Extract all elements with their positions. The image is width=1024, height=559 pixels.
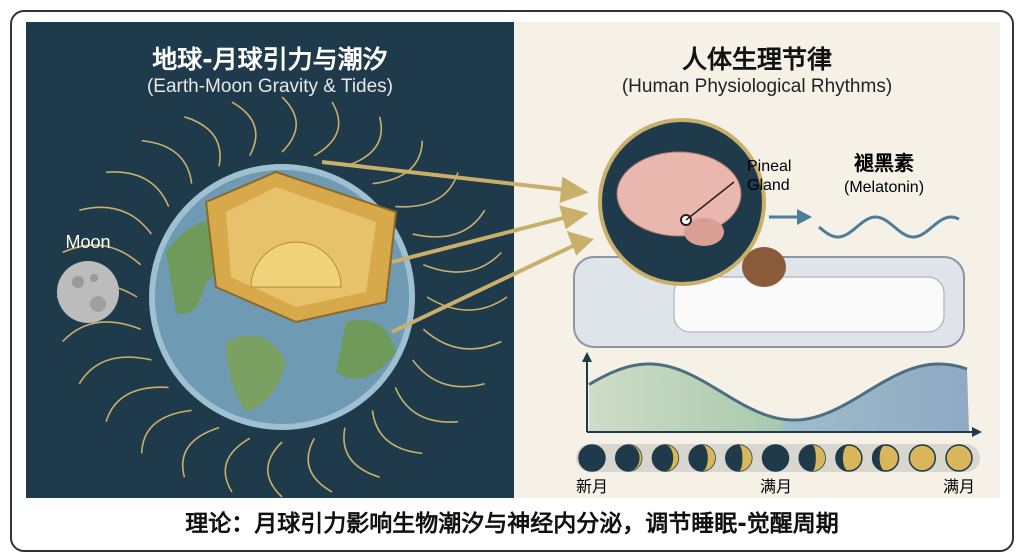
physiology-illustration: Pineal Gland 褪黑素 (Melatonin) 新月 满月 满月 (573, 118, 982, 496)
melatonin-cn-label: 褪黑素 (854, 151, 914, 175)
infographic-frame: 地球-月球引力与潮汐 (Earth-Moon Gravity & Tides) … (10, 10, 1014, 552)
phase-label-full-moon-2: 满月 (943, 477, 975, 496)
field-line (79, 206, 153, 235)
field-line (313, 101, 340, 157)
field-line (372, 140, 424, 185)
right-subtitle: (Human Physiological Rhythms) (621, 76, 893, 97)
moon-icon (57, 261, 119, 323)
field-line (184, 116, 221, 167)
moon-phase-icon (798, 444, 826, 472)
moon-phase-icon (578, 444, 606, 472)
field-line (62, 244, 142, 266)
earth-moon-panel: 地球-月球引力与潮汐 (Earth-Moon Gravity & Tides) … (26, 22, 514, 498)
sleeping-person (742, 247, 786, 287)
phase-label-full-moon-1: 满月 (760, 477, 792, 496)
right-title: 人体生理节律 (681, 45, 832, 74)
field-line (395, 172, 459, 208)
left-subtitle: (Earth-Moon Gravity & Tides) (146, 76, 394, 97)
brain-icon (616, 151, 742, 237)
field-line (422, 328, 502, 350)
field-line (182, 426, 220, 478)
rhythm-area (589, 364, 969, 432)
moon-phase-icon (651, 444, 680, 472)
moon-phase-icon (614, 444, 643, 472)
moon-label: Moon (65, 232, 110, 252)
field-line (267, 441, 283, 498)
arrow-icon (797, 209, 812, 225)
phase-label-new-moon: 新月 (576, 477, 608, 496)
field-line (78, 356, 152, 385)
moon-phase-icon (688, 444, 716, 472)
moon-phase-icon (908, 444, 937, 472)
field-line (412, 209, 486, 238)
moon-phase-icon (945, 444, 973, 472)
melatonin-wave (818, 215, 960, 239)
moon-phase-icon (761, 444, 790, 472)
pineal-label-2: Gland (747, 177, 790, 194)
melatonin-en-label: (Melatonin) (844, 179, 924, 196)
moon-phase-icon (835, 444, 863, 472)
rhythm-chart (582, 352, 982, 437)
field-line (343, 427, 380, 478)
field-line (411, 359, 485, 388)
field-line (426, 296, 508, 311)
field-line (62, 321, 141, 343)
field-line (344, 116, 382, 168)
field-line (140, 409, 192, 454)
moon-phase-icon (871, 444, 900, 472)
field-line (394, 387, 458, 423)
field-line (106, 171, 170, 207)
field-line (281, 96, 297, 153)
field-line (141, 139, 193, 184)
moon-phase-icon (725, 444, 753, 472)
pineal-label-1: Pineal (747, 158, 791, 175)
field-line (307, 437, 333, 493)
field-line (423, 251, 502, 273)
rhythm-curve (588, 362, 968, 422)
left-title: 地球-月球引力与潮汐 (152, 45, 388, 74)
physiology-panel: 人体生理节律 (Human Physiological Rhythms) Pin… (514, 22, 1000, 498)
field-line (371, 410, 423, 455)
field-line (224, 437, 251, 493)
field-line (105, 386, 169, 422)
theory-caption: 理论：月球引力影响生物潮汐与神经内分泌，调节睡眠-觉醒周期 (185, 511, 839, 537)
field-line (231, 101, 257, 157)
earth-illustration: Moon (56, 96, 508, 498)
